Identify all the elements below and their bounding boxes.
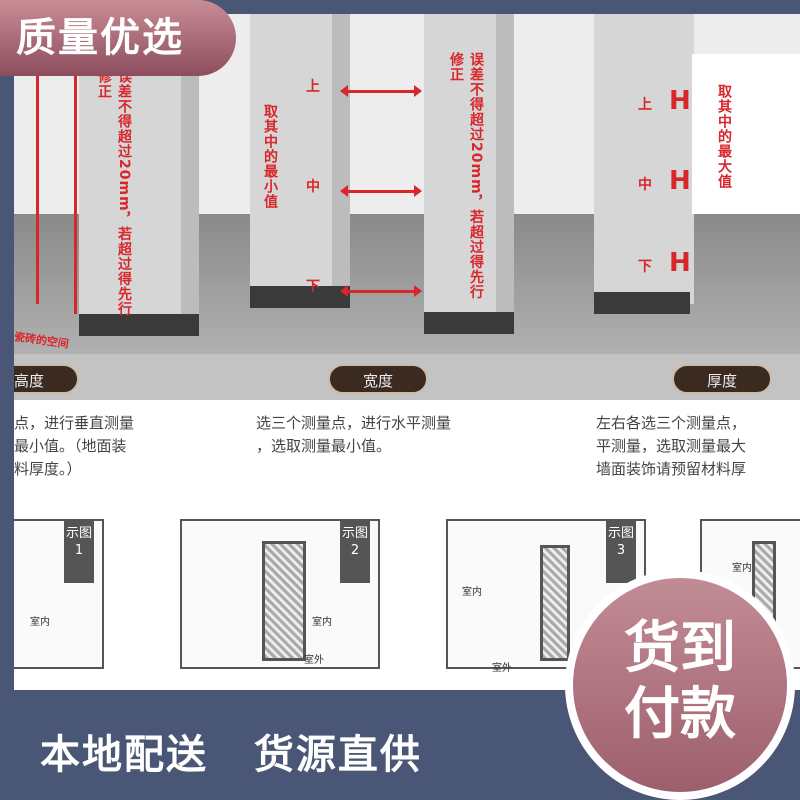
pillar-width-right [424, 14, 514, 334]
quality-badge: 质量优选 [0, 0, 236, 76]
figure-tag: 示图2 [340, 521, 370, 583]
product-image: 误差不得超过20mm，若超过得先行修正 瓷砖的空间 取其中的最小值 误差不得超过… [14, 14, 800, 690]
pos-top: 上 [306, 79, 320, 95]
width-error-note: 误差不得超过20mm，若超过得先行修正 [448, 52, 484, 300]
cod-line-1: 货到 [624, 616, 736, 681]
cod-line-2: 付款 [624, 682, 736, 747]
figure-tag: 示图1 [64, 521, 94, 583]
pos-middle-3: 中 [638, 177, 652, 193]
pos-bottom: 下 [306, 279, 320, 295]
section-label-width: 宽度 [328, 364, 428, 394]
room-label: 室内 [312, 617, 332, 628]
thickness-note: 取其中的最大值 [716, 84, 732, 189]
room-label: 室内 [462, 587, 482, 598]
desc-thickness: 左右各选三个测量点， 平测量，选取测量最大 墙面装饰请预留材料厚 [596, 414, 747, 478]
room-label: 室外 [304, 655, 324, 666]
pos-top-3: 上 [638, 97, 652, 113]
section-label-height: 高度 [14, 364, 79, 394]
room-label: 室外 [492, 663, 512, 674]
door-icon [262, 541, 306, 661]
measurement-scene: 误差不得超过20mm，若超过得先行修正 瓷砖的空间 取其中的最小值 误差不得超过… [14, 14, 800, 400]
pos-bottom-3: 下 [638, 259, 652, 275]
bottom-slogan: 本地配送 货源直供 [40, 732, 422, 778]
door-icon [540, 545, 570, 661]
height-note: 误差不得超过20mm，若超过得先行修正 [96, 69, 132, 317]
figure-2: 示图2 室内 室外 [180, 519, 380, 669]
figure-tag: 示图3 [606, 521, 636, 583]
pos-middle: 中 [306, 179, 320, 195]
desc-height: 点，进行垂直测量 最小值。（地面装 料厚度。） [14, 414, 135, 478]
figure-1: 示图1 室内 [14, 519, 104, 669]
room-label: 室内 [30, 617, 50, 628]
pillar-width-left [250, 14, 350, 304]
width-note: 取其中的最小值 [262, 104, 278, 209]
desc-width: 选三个测量点，进行水平测量 ，选取测量最小值。 [256, 414, 452, 455]
pillar-thickness [594, 14, 694, 304]
cod-badge: 货到 付款 [565, 570, 795, 800]
section-label-thickness: 厚度 [672, 364, 772, 394]
room-label: 室内 [732, 563, 752, 574]
